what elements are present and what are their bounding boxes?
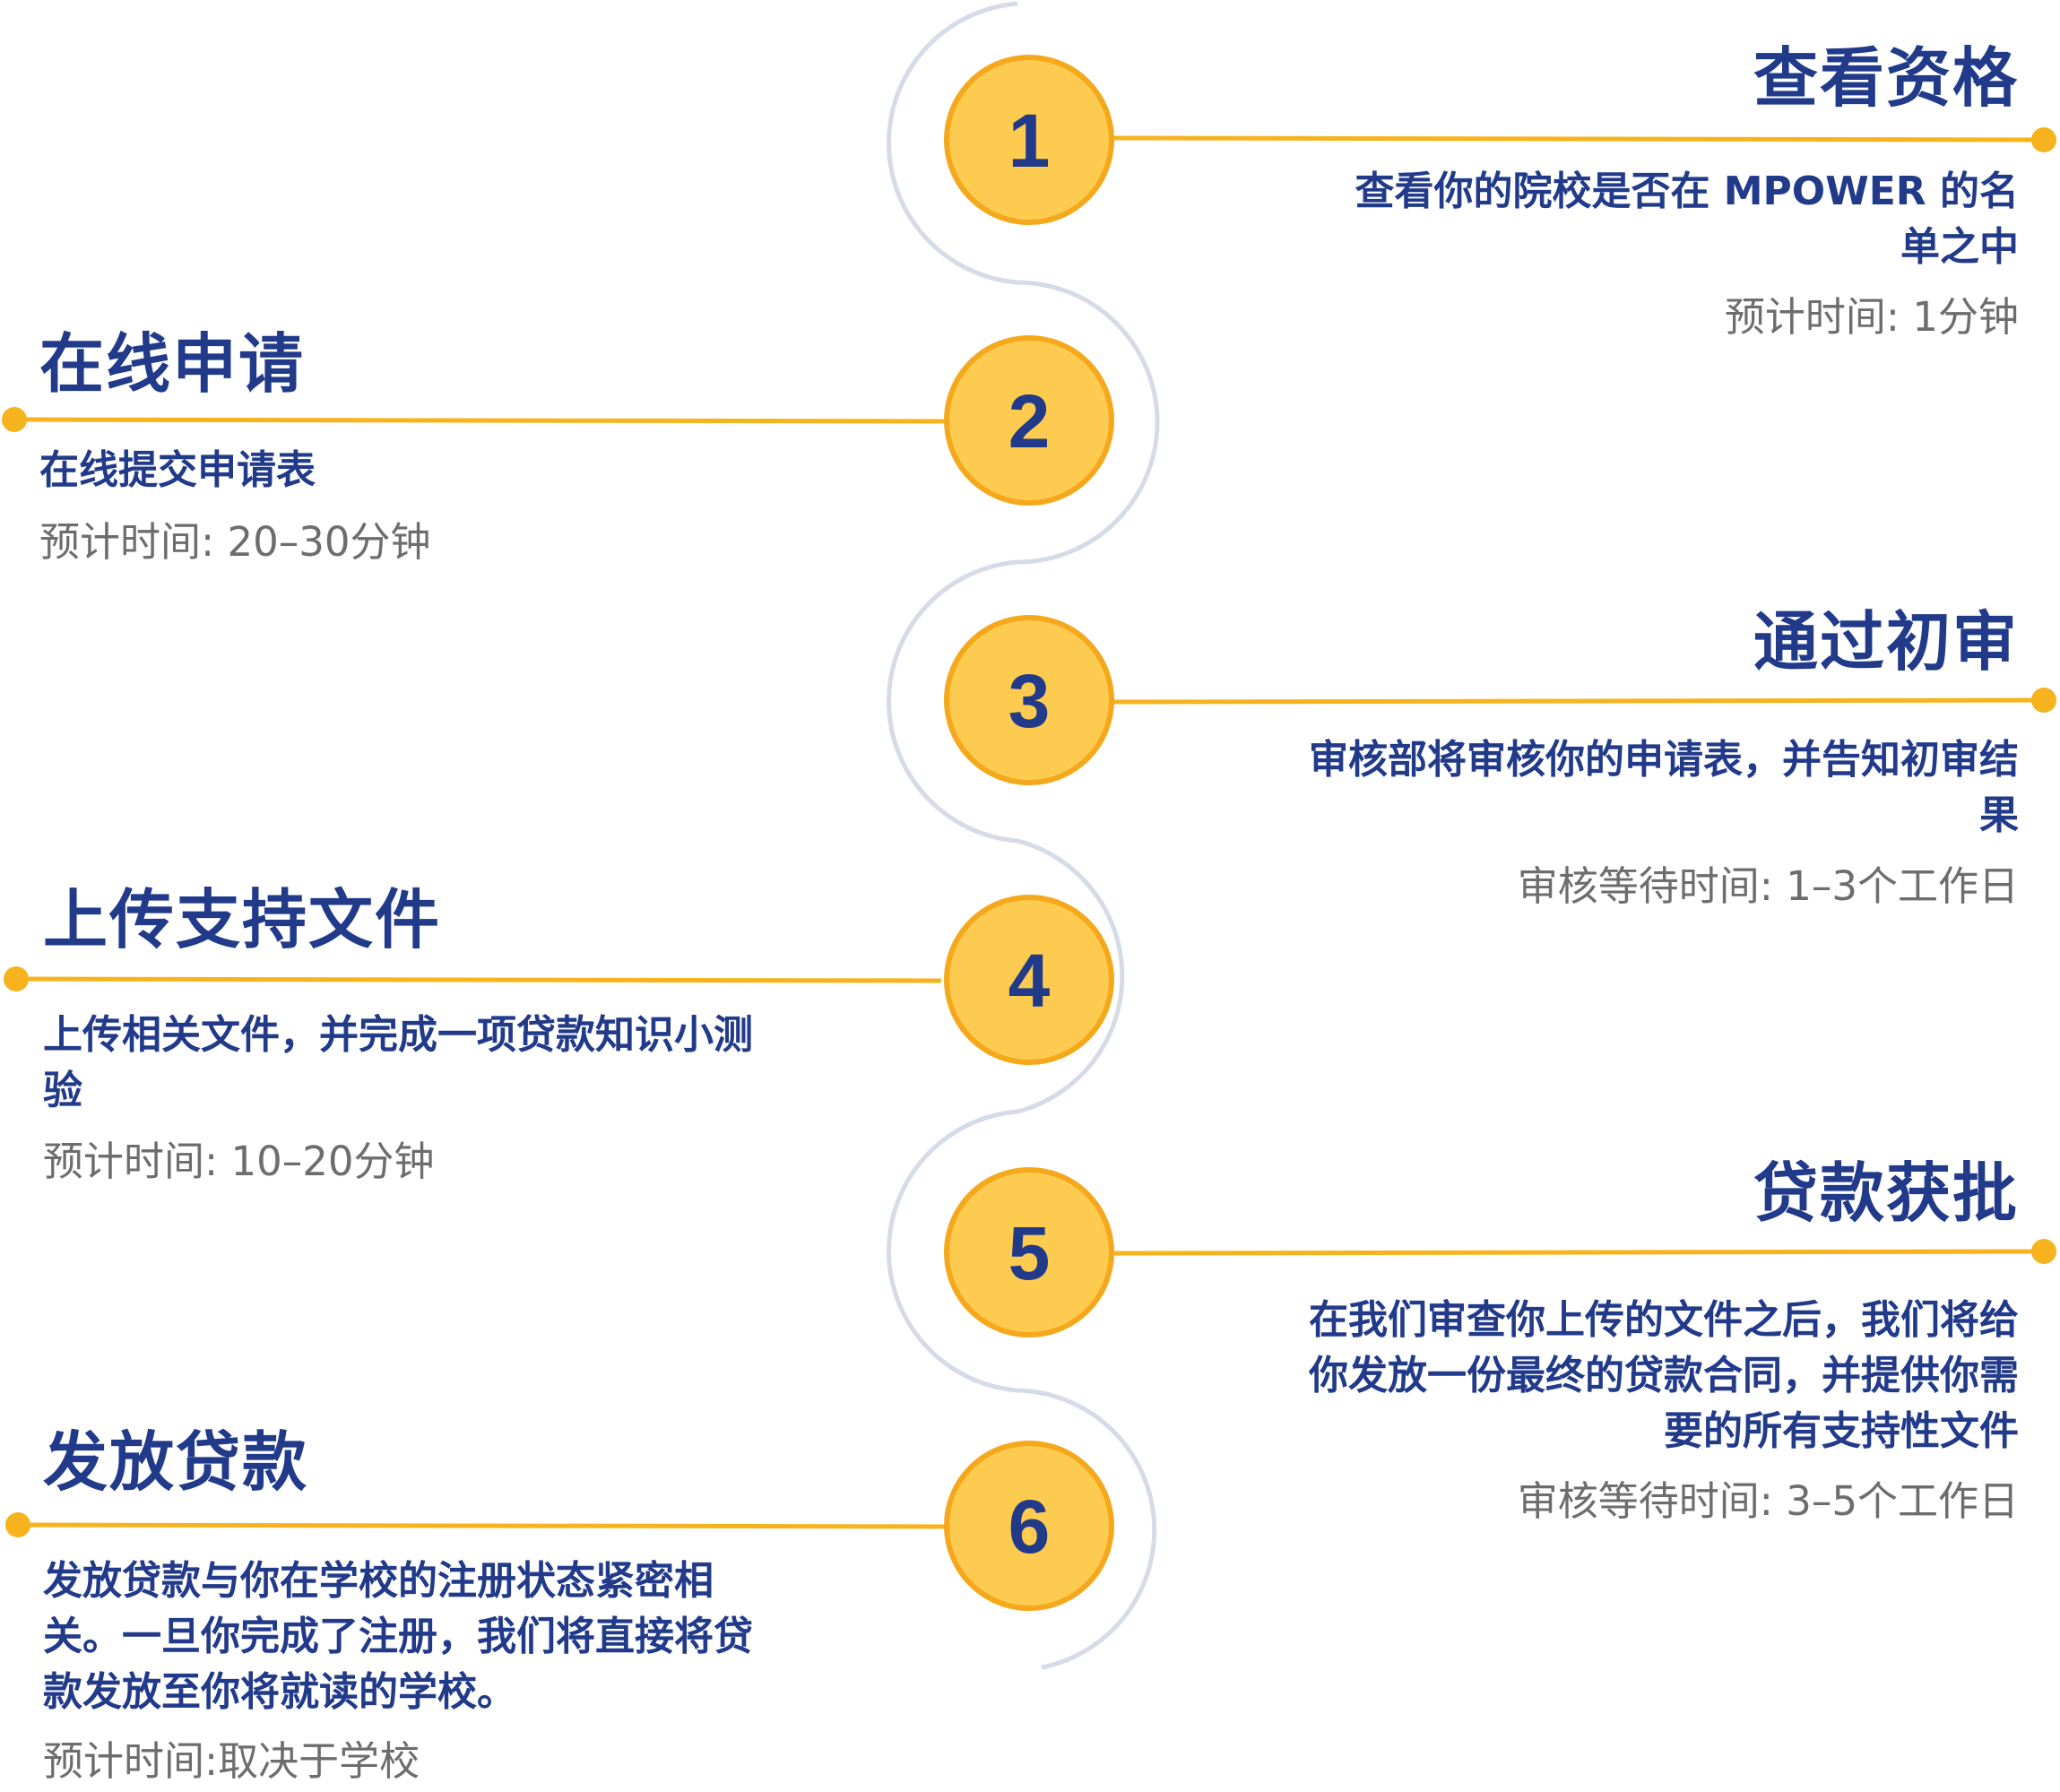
step-time-4: 预计时间: 10–20分钟 <box>43 1138 435 1185</box>
step-circle-1: 1 <box>944 55 1114 225</box>
step-circle-6: 6 <box>944 1441 1114 1611</box>
connector-lines <box>2 127 2056 1537</box>
step-number-3: 3 <box>1008 659 1051 743</box>
step-title-6: 发放贷款 <box>43 1424 309 1500</box>
step-number-1: 1 <box>1008 99 1051 183</box>
step-time-5: 审核等待时间: 3–5个工作日 <box>1517 1477 2019 1525</box>
step-number-6: 6 <box>1008 1485 1051 1569</box>
connector-line-4 <box>15 976 942 983</box>
connector-line-3 <box>1111 697 2045 705</box>
connector-dot-2 <box>2 407 27 432</box>
connector-line-1 <box>1111 135 2045 143</box>
step-title-1: 查看资格 <box>1753 40 2019 116</box>
step-title-5: 贷款获批 <box>1753 1156 2019 1231</box>
connector-dot-1 <box>2031 127 2056 152</box>
step-circle-4: 4 <box>944 895 1114 1065</box>
step-circle-2: 2 <box>944 335 1114 506</box>
step-description-5: 在我们审查你上传的文件之后，我们将给你发放一份最终的贷款合同，并提供你需要的所有… <box>1309 1297 2019 1454</box>
step-circles: 1 2 3 4 5 6 <box>944 55 1114 1611</box>
step-circle-5: 5 <box>944 1167 1114 1338</box>
connector-dot-6 <box>5 1512 30 1537</box>
step-time-3: 审核等待时间: 1–3个工作日 <box>1517 862 2019 910</box>
step-description-3: 审核部将审核你的申请表，并告知初审结果 <box>1309 737 2019 838</box>
connector-line-2 <box>13 417 949 424</box>
connector-dot-4 <box>4 966 29 991</box>
step-time-1: 预计时间: 1分钟 <box>1724 293 2019 341</box>
step-title-4: 上传支持文件 <box>43 882 442 957</box>
connector-dot-3 <box>2031 688 2056 713</box>
connector-dot-5 <box>2031 1239 2056 1264</box>
step-circle-3: 3 <box>944 615 1114 785</box>
step-time-6: 预计时间:取决于学校 <box>43 1737 420 1785</box>
step-number-5: 5 <box>1008 1211 1051 1295</box>
step-description-4: 上传相关文件，并完成一项贷款知识小测验 <box>43 1012 753 1113</box>
step-title-3: 通过初审 <box>1753 604 2019 680</box>
step-description-1: 查看你的院校是否在 MPOWER 的名单之中 <box>1355 169 2019 270</box>
step-title-2: 在线申请 <box>39 326 306 402</box>
step-number-2: 2 <box>1008 379 1051 463</box>
connector-line-5 <box>1111 1249 2045 1256</box>
step-number-4: 4 <box>1008 939 1051 1023</box>
step-description-2: 在线提交申请表 <box>39 447 316 493</box>
connector-line-6 <box>17 1522 948 1529</box>
serpentine-path <box>887 1 1160 1670</box>
step-time-2: 预计时间: 20–30分钟 <box>39 518 431 566</box>
step-description-6: 发放贷款与你在学校的注册状态紧密相关。一旦你完成了注册，我们将直接将贷款发放至你… <box>43 1558 753 1715</box>
